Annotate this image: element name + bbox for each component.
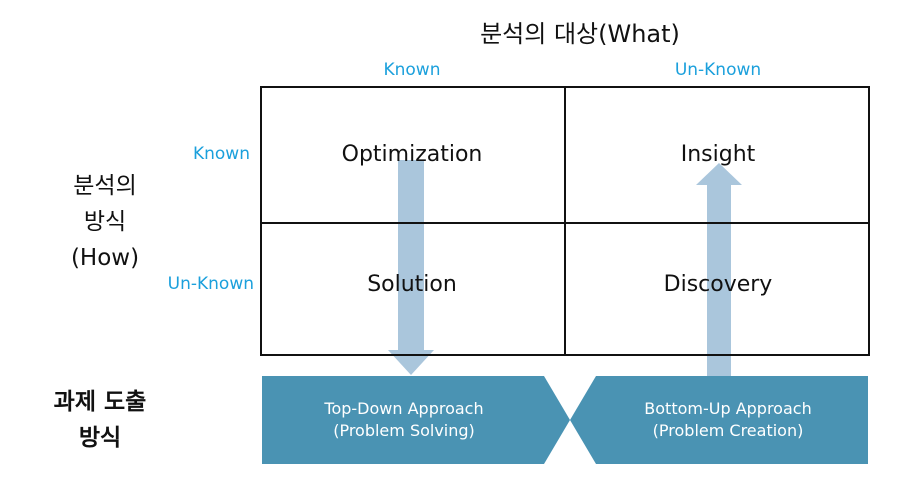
row-label-known: Known [192, 144, 250, 164]
up-arrow [696, 163, 742, 376]
top-down-label-line2: (Problem Solving) [333, 421, 475, 440]
row-label-unknown: Un-Known [167, 274, 254, 294]
matrix-vertical-divider [564, 86, 566, 356]
cell-discovery: Discovery [663, 272, 773, 297]
what-axis-title: 분석의 대상(What) [480, 20, 680, 48]
top-down-band [262, 376, 570, 464]
derivation-method-title-line2: 방식 [78, 425, 122, 451]
matrix-horizontal-divider [260, 222, 870, 224]
top-down-label: Top-Down Approach (Problem Solving) [268, 398, 540, 442]
how-axis-title-line1: 분석의 [73, 173, 137, 199]
derivation-method-title: 과제 도출 방식 [30, 384, 170, 456]
column-label-unknown: Un-Known [674, 60, 762, 80]
bottom-up-label-line2: (Problem Creation) [652, 421, 804, 440]
how-axis-title-line3: (How) [70, 245, 140, 271]
bottom-up-label-line1: Bottom-Up Approach [644, 399, 812, 418]
how-axis-title: 분석의 방식 (How) [40, 168, 170, 276]
cell-solution: Solution [367, 272, 457, 297]
cell-optimization: Optimization [341, 142, 483, 167]
cell-insight: Insight [680, 142, 756, 167]
down-arrow [388, 160, 434, 375]
how-axis-title-line2: 방식 [83, 209, 127, 235]
derivation-method-title-line1: 과제 도출 [53, 389, 147, 415]
column-label-known: Known [383, 60, 441, 80]
bottom-up-band [570, 376, 868, 464]
top-down-label-line1: Top-Down Approach [324, 399, 484, 418]
bottom-up-label: Bottom-Up Approach (Problem Creation) [592, 398, 864, 442]
